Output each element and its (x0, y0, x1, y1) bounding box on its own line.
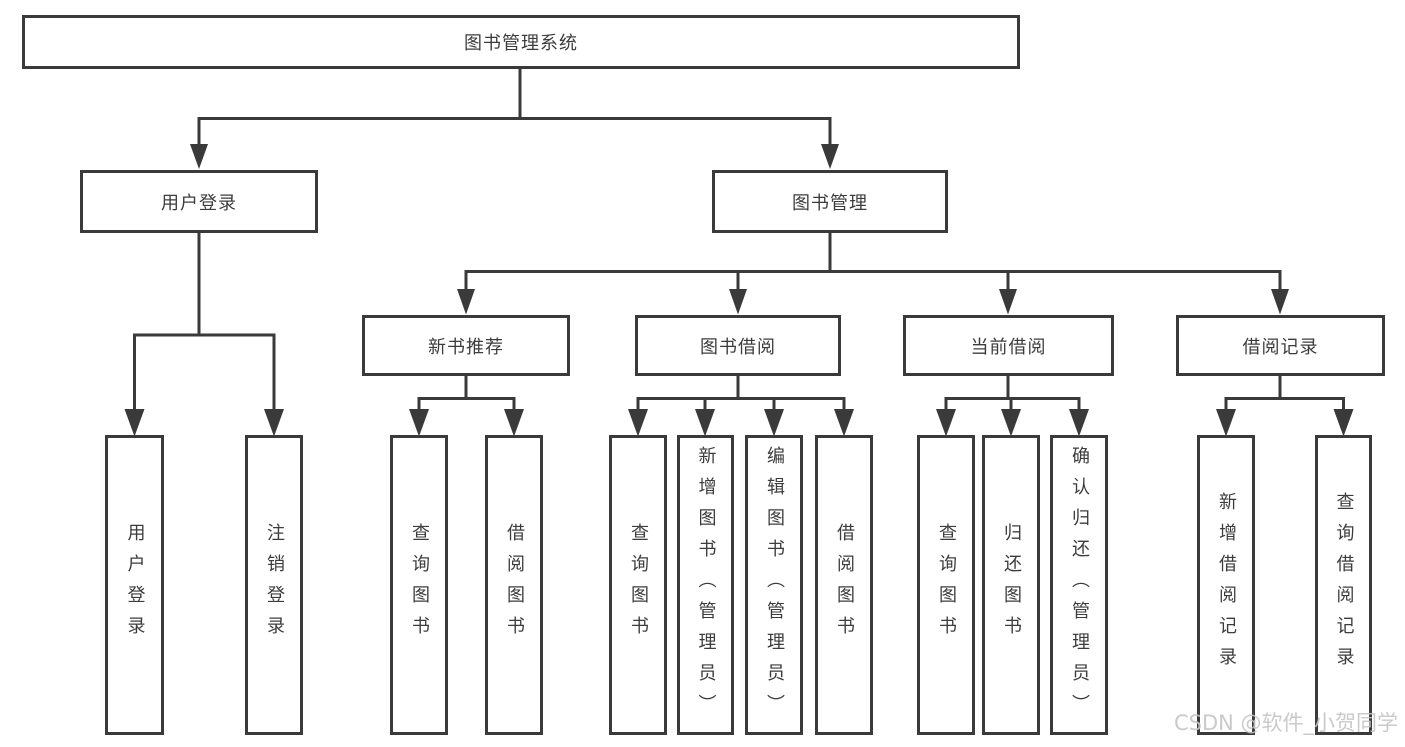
leaf-borrowing-query-books-label: 查询图书 (628, 523, 649, 647)
leaf-logout-label: 注销登录 (264, 523, 285, 647)
leaf-records-query-borrow-record: 查询借阅记录 (1315, 435, 1372, 735)
node-user-login: 用户登录 (80, 170, 318, 233)
leaf-recommend-borrow-books-label: 借阅图书 (504, 523, 525, 647)
leaf-current-return-books-label: 归还图书 (1001, 523, 1022, 647)
leaf-logout: 注销登录 (245, 435, 303, 735)
connector-book-borrowing-split (628, 376, 854, 437)
node-current-borrowing: 当前借阅 (903, 315, 1114, 376)
node-book-borrowing: 图书借阅 (635, 315, 841, 376)
leaf-borrowing-add-books-admin: 新增图书（管理员） (677, 435, 734, 735)
leaf-current-return-books: 归还图书 (982, 435, 1040, 735)
node-book-management: 图书管理 (712, 170, 948, 233)
node-borrow-records: 借阅记录 (1176, 315, 1385, 376)
connector-book-management-split (457, 233, 1289, 315)
leaf-current-confirm-return-admin: 确认归还（管理员） (1050, 435, 1108, 735)
node-new-book-recommendation: 新书推荐 (362, 315, 570, 376)
node-root-system: 图书管理系统 (22, 15, 1020, 69)
connector-user-login-split (124, 233, 284, 437)
connector-current-borrowing-split (936, 376, 1089, 437)
leaf-borrowing-add-books-admin-label: 新增图书（管理员） (695, 445, 717, 725)
leaf-recommend-borrow-books: 借阅图书 (485, 435, 543, 735)
leaf-user-login: 用户登录 (105, 435, 164, 735)
leaf-borrowing-edit-books-admin-label: 编辑图书（管理员） (764, 445, 785, 725)
leaf-records-add-borrow-record-label: 新增借阅记录 (1216, 492, 1237, 678)
connector-new-book-split (409, 376, 524, 437)
leaf-borrowing-borrow-books-label: 借阅图书 (834, 523, 855, 647)
leaf-borrowing-query-books: 查询图书 (609, 435, 667, 735)
leaf-borrowing-edit-books-admin: 编辑图书（管理员） (745, 435, 803, 735)
leaf-borrowing-borrow-books: 借阅图书 (815, 435, 873, 735)
connector-root-split (190, 69, 839, 169)
csdn-watermark: CSDN @软件_小贺同学 (1174, 711, 1399, 735)
connector-borrow-records-split (1216, 376, 1354, 437)
leaf-current-confirm-return-admin-label: 确认归还（管理员） (1069, 445, 1090, 725)
leaf-user-login-label: 用户登录 (124, 523, 146, 647)
leaf-records-query-borrow-record-label: 查询借阅记录 (1333, 492, 1355, 678)
leaf-current-query-books-label: 查询图书 (936, 523, 957, 647)
leaf-records-add-borrow-record: 新增借阅记录 (1197, 435, 1255, 735)
leaf-recommend-query-books-label: 查询图书 (409, 523, 430, 647)
leaf-recommend-query-books: 查询图书 (390, 435, 448, 735)
leaf-current-query-books: 查询图书 (917, 435, 975, 735)
